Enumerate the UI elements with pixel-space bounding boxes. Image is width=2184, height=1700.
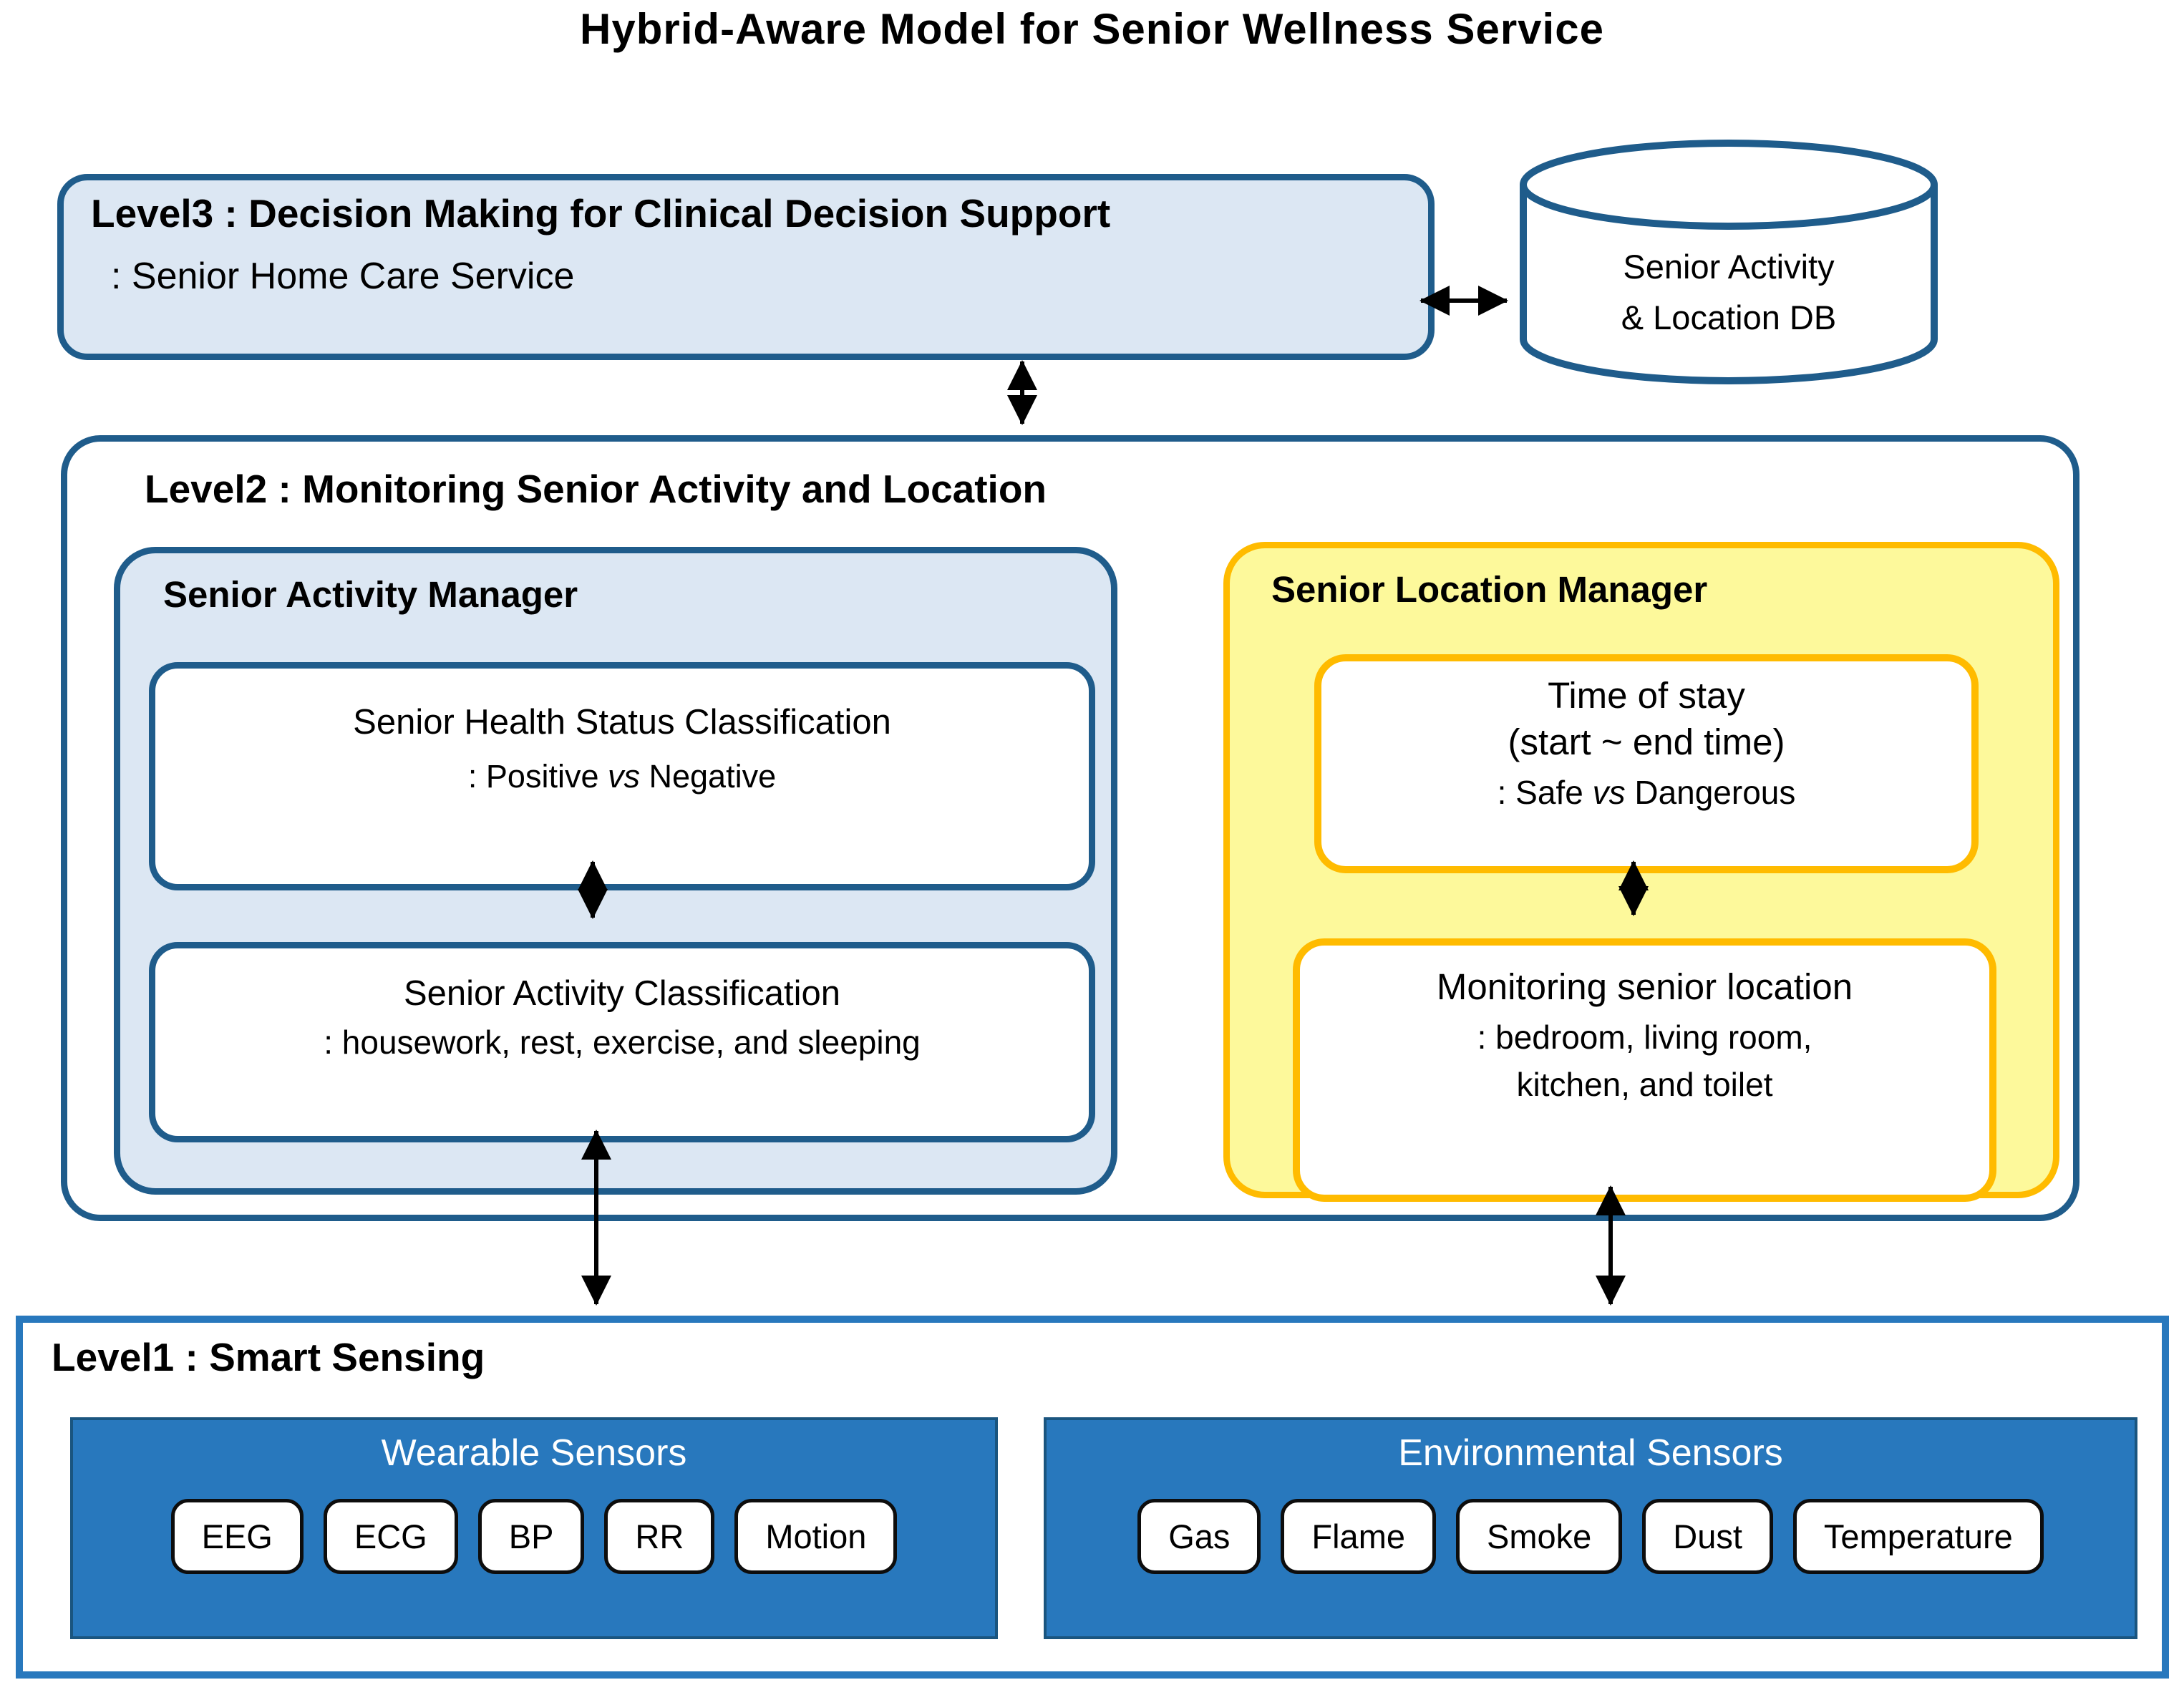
senior-location-manager-box: Senior Location Manager Time of stay (st…: [1223, 542, 2059, 1202]
environmental-sensors-title: Environmental Sensors: [1398, 1432, 1783, 1474]
time-of-stay-line2: (start ~ end time): [1508, 721, 1785, 762]
database-cylinder-icon: [1520, 140, 1938, 384]
database-label: Senior Activity & Location DB: [1532, 242, 1926, 343]
database-label-line1: Senior Activity: [1623, 248, 1835, 286]
sensor-chip-motion: Motion: [734, 1499, 898, 1574]
diagram-title: Hybrid-Aware Model for Senior Wellness S…: [580, 5, 1604, 53]
monitoring-location-title: Monitoring senior location: [1436, 966, 1853, 1007]
sensor-chip-eeg: EEG: [170, 1499, 304, 1574]
activity-classification-detail: : housework, rest, exercise, and sleepin…: [324, 1023, 921, 1061]
time-of-stay-line1: Time of stay: [1548, 675, 1745, 716]
level3-heading: Level3 : Decision Making for Clinical De…: [91, 191, 1111, 235]
level2-box: Level2 : Monitoring Senior Activity and …: [61, 435, 2079, 1221]
sensor-chip-temperature: Temperature: [1792, 1499, 2044, 1574]
monitoring-location-detail2: kitchen, and toilet: [1516, 1066, 1773, 1104]
level2-heading: Level2 : Monitoring Senior Activity and …: [145, 467, 1047, 511]
sensor-chip-gas: Gas: [1137, 1499, 1261, 1574]
environmental-sensor-chips: Gas Flame Smoke Dust Temperature: [1047, 1499, 2135, 1574]
level1-heading: Level1 : Smart Sensing: [52, 1335, 485, 1379]
health-status-box: Senior Health Status Classification : Po…: [149, 662, 1095, 890]
monitoring-location-detail1: : bedroom, living room,: [1477, 1018, 1812, 1056]
sensor-chip-rr: RR: [604, 1499, 715, 1574]
database-label-line2: & Location DB: [1621, 298, 1837, 336]
sensor-chip-ecg: ECG: [323, 1499, 458, 1574]
level3-box: Level3 : Decision Making for Clinical De…: [57, 174, 1435, 360]
health-status-title: Senior Health Status Classification: [353, 703, 891, 742]
sensor-chip-flame: Flame: [1281, 1499, 1436, 1574]
activity-classification-box: Senior Activity Classification : housewo…: [149, 942, 1095, 1142]
wearable-sensor-chips: EEG ECG BP RR Motion: [73, 1499, 995, 1574]
time-of-stay-box: Time of stay (start ~ end time) : Safe v…: [1314, 654, 1979, 873]
time-of-stay-detail: : Safe vs Dangerous: [1497, 773, 1796, 811]
sensor-chip-dust: Dust: [1642, 1499, 1773, 1574]
senior-location-manager-title: Senior Location Manager: [1271, 569, 1708, 610]
wearable-sensors-title: Wearable Sensors: [381, 1432, 687, 1474]
environmental-sensors-box: Environmental Sensors Gas Flame Smoke Du…: [1044, 1417, 2137, 1639]
senior-activity-manager-box: Senior Activity Manager Senior Health St…: [114, 547, 1117, 1195]
health-status-detail: : Positive vs Negative: [467, 757, 777, 795]
level3-subheading: : Senior Home Care Service: [111, 256, 575, 297]
activity-classification-title: Senior Activity Classification: [403, 974, 840, 1013]
sensor-chip-smoke: Smoke: [1456, 1499, 1623, 1574]
senior-activity-manager-title: Senior Activity Manager: [163, 574, 578, 615]
sensor-chip-bp: BP: [477, 1499, 585, 1574]
monitoring-location-box: Monitoring senior location : bedroom, li…: [1293, 938, 1996, 1202]
level1-box: Level1 : Smart Sensing Wearable Sensors …: [16, 1316, 2169, 1679]
wearable-sensors-box: Wearable Sensors EEG ECG BP RR Motion: [70, 1417, 998, 1639]
